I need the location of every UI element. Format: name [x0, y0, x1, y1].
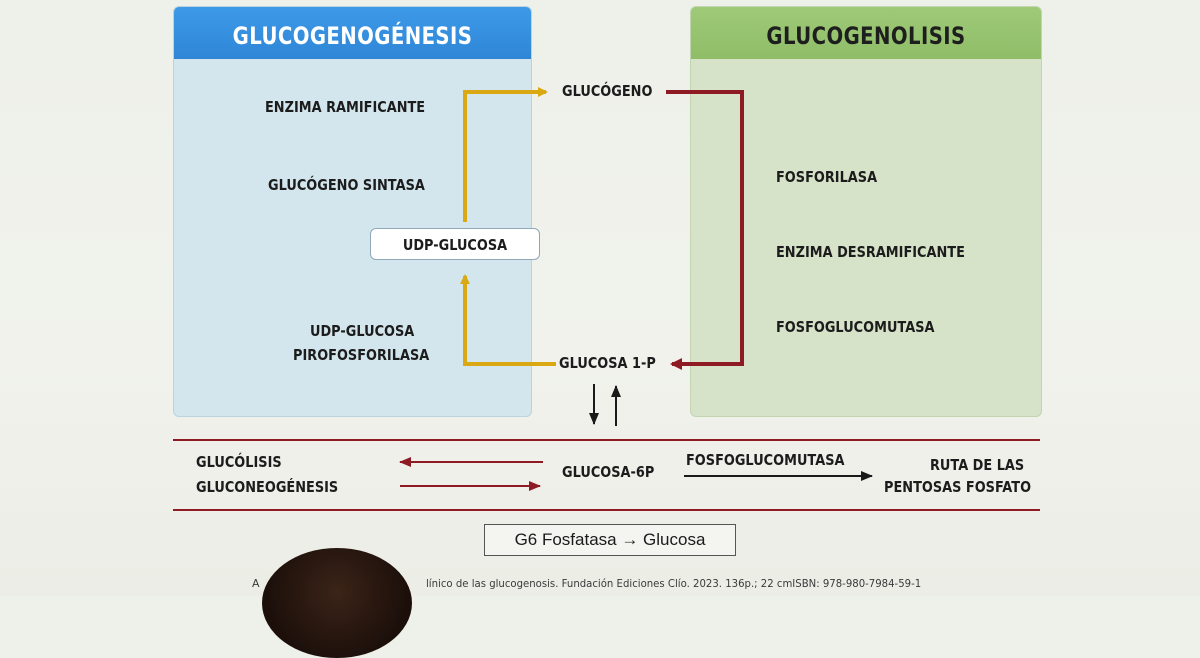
glucogenogenesis-title: GLUCOGENOGÉNESIS — [232, 22, 473, 50]
glucogenolisis-title: GLUCOGENOLISIS — [766, 22, 966, 50]
glucogenolisis-panel: GLUCOGENOLISIS — [690, 6, 1042, 417]
label-fosforilasa: FOSFORILASA — [776, 168, 878, 186]
label-enzima-desramificante: ENZIMA DESRAMIFICANTE — [776, 243, 965, 261]
audience-head-silhouette — [262, 548, 412, 658]
label-glucosa-6p: GLUCOSA-6P — [562, 463, 655, 481]
citation-initial: A — [252, 577, 260, 590]
label-glucolisis: GLUCÓLISIS — [196, 453, 282, 471]
label-gluconeogenesis: GLUCONEOGÉNESIS — [196, 478, 339, 496]
label-enzima-ramificante: ENZIMA RAMIFICANTE — [265, 98, 426, 116]
label-pentosas-fosfato: PENTOSAS FOSFATO — [884, 478, 1032, 496]
red-arrow-glycogenolysis — [666, 90, 744, 370]
label-glucosa-1p: GLUCOSA 1-P — [559, 354, 656, 372]
label-pirofosforilasa: PIROFOSFORILASA — [293, 346, 430, 364]
label-fosfoglucomutasa-right: FOSFOGLUCOMUTASA — [776, 318, 935, 336]
glucogenogenesis-panel: GLUCOGENOGÉNESIS — [173, 6, 532, 417]
glucogenogenesis-header: GLUCOGENOGÉNESIS — [174, 7, 531, 59]
gold-arrow-to-udp — [460, 274, 556, 366]
g6-fosfatasa-label: G6 Fosfatasa → Glucosa — [514, 530, 706, 549]
label-glucogeno-sintasa: GLUCÓGENO SINTASA — [268, 176, 425, 194]
citation-text: línico de las glucogenosis. Fundación Ed… — [426, 577, 922, 590]
gold-arrow-to-glycogen — [463, 87, 548, 222]
g6-fosfatasa-box: G6 Fosfatasa → Glucosa — [484, 524, 736, 556]
label-ruta-de-las: RUTA DE LAS — [930, 456, 1025, 474]
pathway-arrows — [173, 87, 1040, 511]
label-fosfoglucomutasa-bottom: FOSFOGLUCOMUTASA — [686, 451, 845, 469]
udp-glucosa-label: UDP-GLUCOSA — [402, 236, 508, 254]
label-glucogeno: GLUCÓGENO — [562, 82, 653, 100]
udp-glucosa-box: UDP-GLUCOSA — [370, 228, 540, 260]
label-udp-glucosa-line1: UDP-GLUCOSA — [310, 322, 415, 340]
glucogenolisis-header: GLUCOGENOLISIS — [691, 7, 1041, 59]
